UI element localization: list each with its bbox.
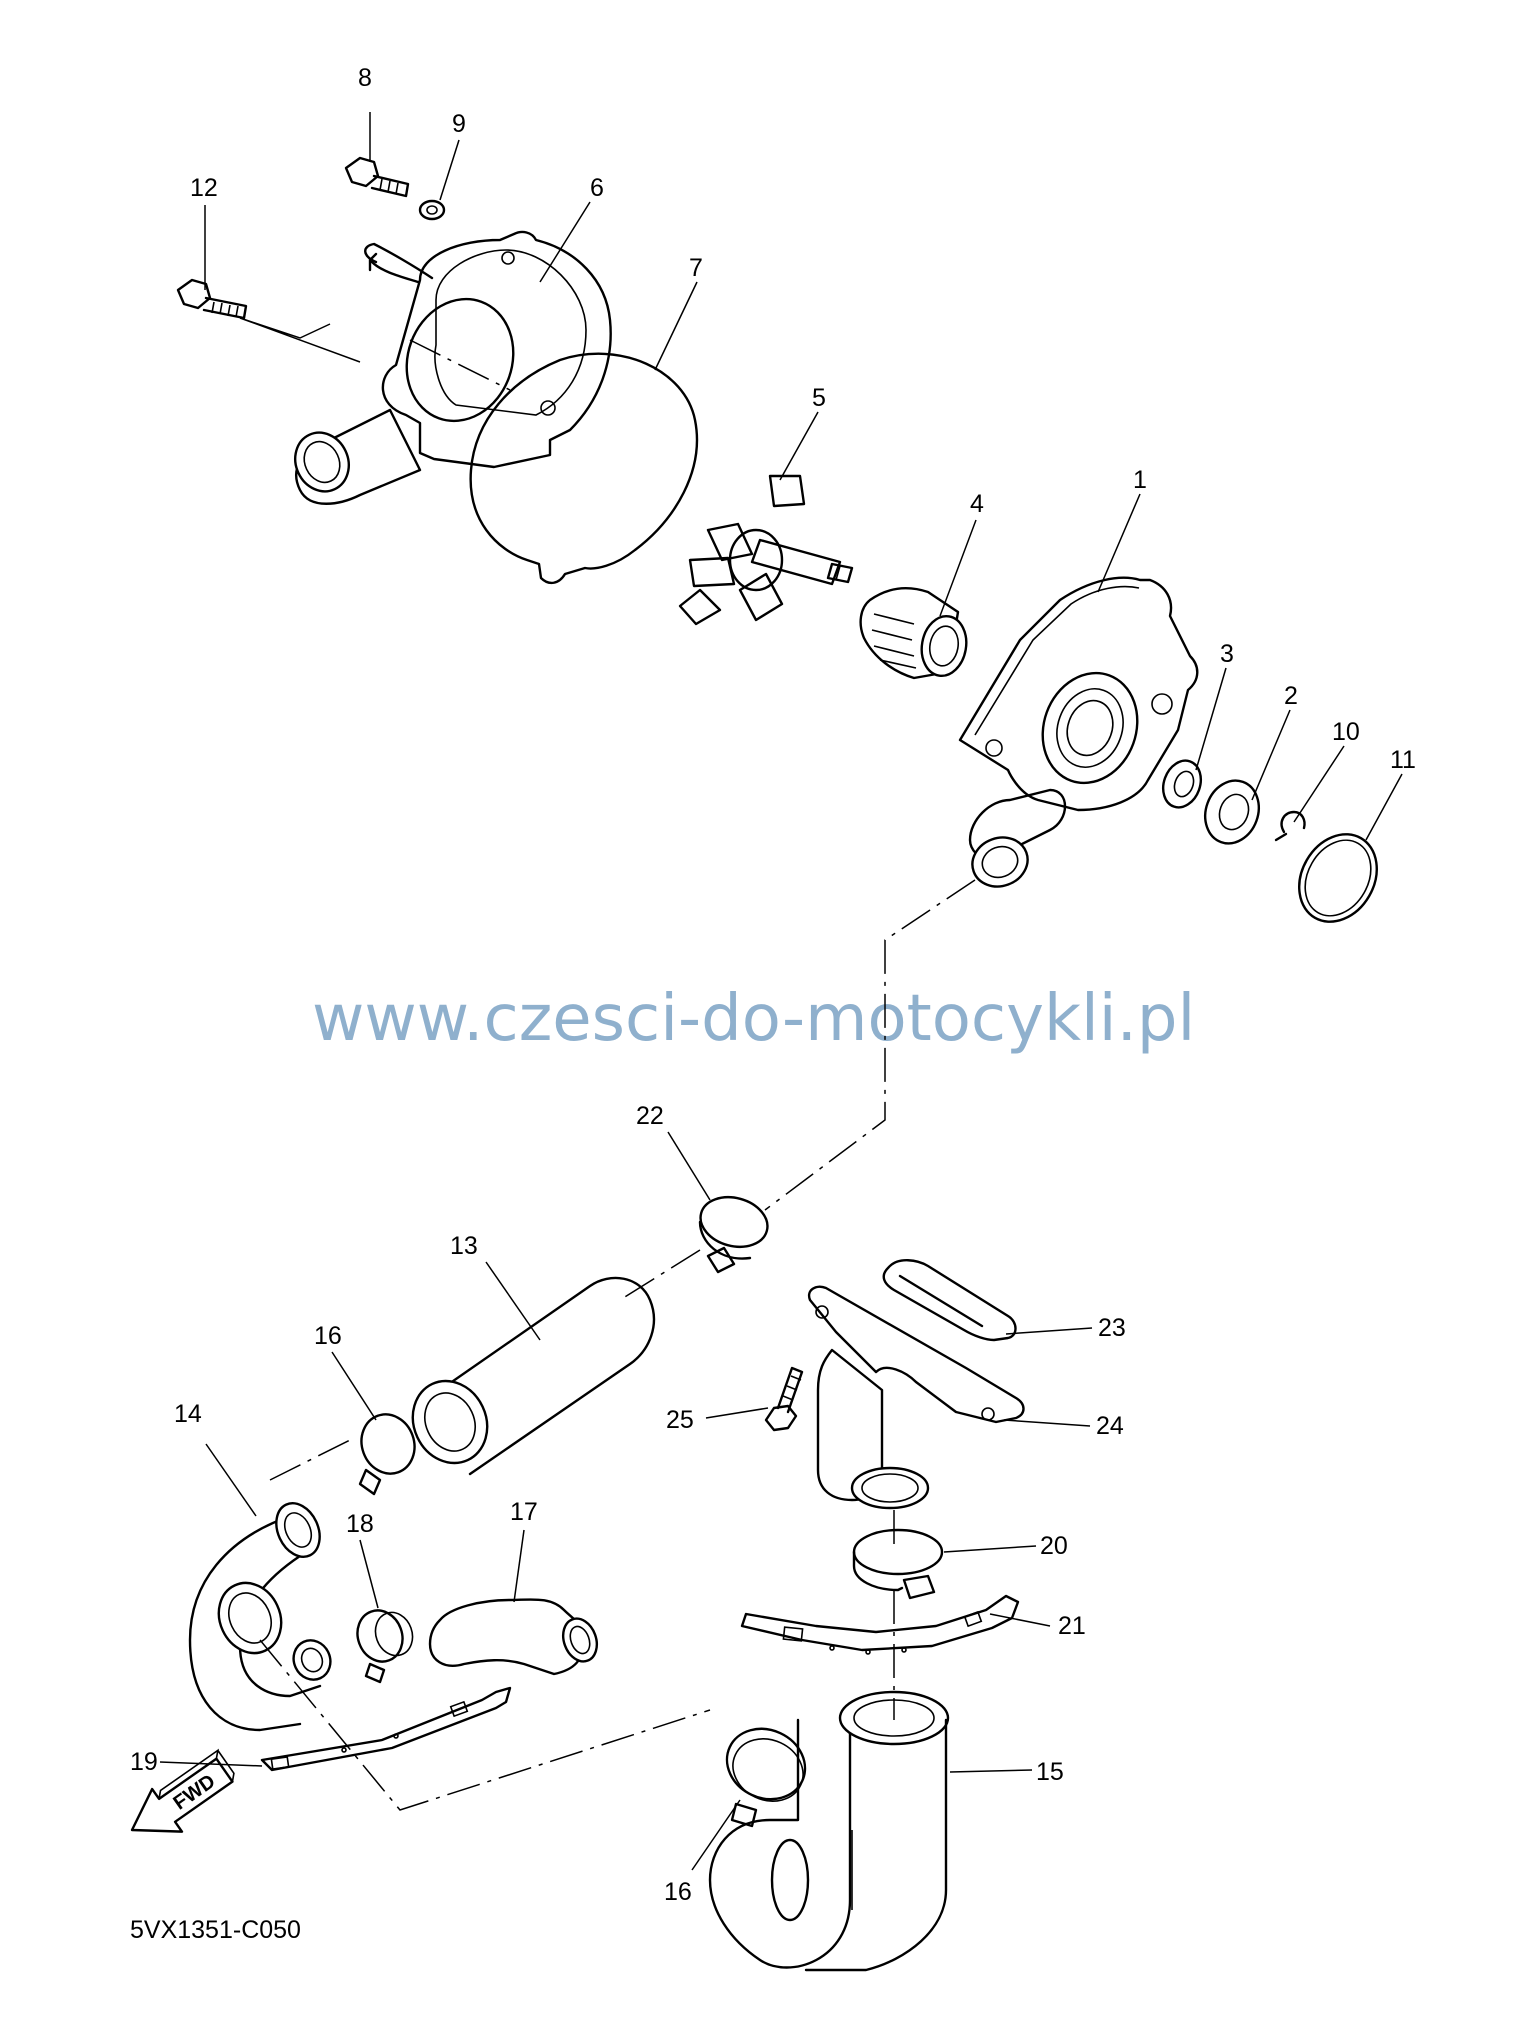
callout-4: 4 — [970, 490, 984, 518]
callout-25: 25 — [666, 1406, 694, 1434]
part-8-bolt[interactable] — [344, 156, 410, 198]
callout-11: 11 — [1390, 746, 1416, 774]
part-6-pump-cover[interactable] — [286, 230, 612, 505]
callout-18: 18 — [346, 1510, 374, 1538]
callout-10: 10 — [1332, 718, 1360, 746]
callout-numbers: 8 9 12 6 7 5 4 1 3 2 10 11 22 13 16 14 1… — [130, 64, 1416, 1906]
part-4-seal[interactable] — [859, 587, 971, 680]
callout-22: 22 — [636, 1102, 664, 1130]
callout-6: 6 — [590, 174, 604, 202]
diagram-code: 5VX1351-C050 — [130, 1916, 301, 1944]
callout-20: 20 — [1040, 1532, 1068, 1560]
part-13-hose[interactable] — [400, 1276, 656, 1476]
callout-17: 17 — [510, 1498, 538, 1526]
callout-2: 2 — [1284, 682, 1298, 710]
part-16-clamp-upper[interactable] — [353, 1407, 422, 1496]
part-16-clamp-lower[interactable] — [715, 1716, 816, 1828]
part-14-bent-hose[interactable] — [188, 1496, 337, 1732]
leader-lines — [159, 112, 1403, 1871]
part-12-bolt[interactable] — [176, 278, 248, 320]
callout-21: 21 — [1058, 1612, 1086, 1640]
callout-13: 13 — [450, 1232, 478, 1260]
callout-5: 5 — [812, 384, 826, 412]
watermark-text: www.czesci-do-motocykli.pl — [312, 982, 1195, 1056]
callout-1: 1 — [1133, 466, 1147, 494]
part-2-oil-seal[interactable] — [1197, 773, 1268, 851]
part-21-bracket[interactable] — [740, 1594, 1020, 1655]
callout-8: 8 — [358, 64, 372, 92]
callout-14: 14 — [174, 1400, 202, 1428]
callout-3: 3 — [1220, 640, 1234, 668]
callout-12: 12 — [190, 174, 218, 202]
part-7-gasket[interactable] — [469, 352, 699, 585]
callout-23: 23 — [1098, 1314, 1126, 1342]
callout-16-lower: 16 — [664, 1878, 692, 1906]
part-24-thermostat-housing[interactable] — [807, 1285, 1025, 1510]
callout-15: 15 — [1036, 1758, 1064, 1786]
part-23-gasket[interactable] — [882, 1259, 1017, 1342]
part-9-washer[interactable] — [418, 199, 446, 221]
part-10-circlip[interactable] — [1274, 810, 1306, 842]
part-11-o-ring[interactable] — [1284, 820, 1392, 936]
part-19-bracket[interactable] — [260, 1686, 512, 1772]
callout-16-upper: 16 — [314, 1322, 342, 1350]
callout-24: 24 — [1096, 1412, 1124, 1440]
part-3-bearing[interactable] — [1157, 755, 1207, 812]
callout-9: 9 — [452, 110, 466, 138]
part-20-clamp[interactable] — [852, 1528, 944, 1600]
part-25-bolt[interactable] — [764, 1366, 804, 1432]
part-5-impeller[interactable] — [678, 474, 854, 626]
part-17-small-hose[interactable] — [428, 1598, 603, 1676]
part-18-clamp[interactable] — [350, 1604, 418, 1684]
callout-7: 7 — [689, 254, 703, 282]
part-22-hose-clamp[interactable] — [695, 1190, 773, 1274]
part-15-elbow-hose[interactable] — [708, 1690, 950, 1972]
part-1-pump-housing[interactable] — [958, 576, 1199, 894]
callout-19: 19 — [130, 1748, 158, 1776]
